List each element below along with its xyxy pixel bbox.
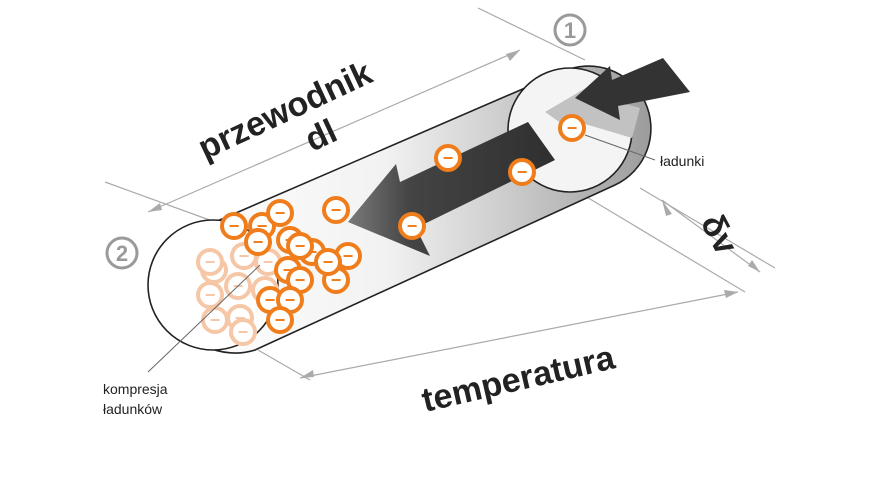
svg-text:−: −	[239, 246, 250, 266]
inflow-arrow-dark	[575, 58, 690, 120]
svg-text:−: −	[343, 246, 354, 266]
svg-text:−: −	[257, 216, 268, 236]
svg-text:−: −	[265, 290, 276, 310]
end-marker-2: 2	[105, 236, 139, 270]
compression-label-line2: ładunków	[103, 401, 163, 417]
svg-text:−: −	[331, 270, 342, 290]
svg-text:−: −	[238, 322, 249, 342]
charge-free: −	[508, 158, 536, 186]
svg-text:−: −	[407, 216, 418, 236]
annotation-lines	[147, 134, 656, 373]
charge-free: −	[286, 232, 314, 260]
charge-free: −	[314, 248, 342, 276]
svg-text:−: −	[235, 308, 246, 328]
svg-text:−: −	[283, 260, 294, 280]
charges-group: −−−−−−−−−−−−−−−−−−−−−−−−−−−−−−	[196, 114, 586, 346]
charge-compressed: −	[266, 199, 294, 227]
svg-text:−: −	[285, 290, 296, 310]
charge-free: −	[322, 196, 350, 224]
charge-free: −	[398, 212, 426, 240]
charges-label: ładunki	[660, 153, 704, 169]
voltage-label: δv	[693, 208, 745, 261]
svg-text:−: −	[567, 118, 578, 138]
charge-compressed: −	[276, 286, 304, 314]
charge-free: −	[558, 114, 586, 142]
svg-text:−: −	[275, 310, 286, 330]
svg-text:−: −	[263, 252, 274, 272]
charge-faded: −	[196, 281, 224, 309]
charge-compressed: −	[220, 212, 248, 240]
charge-faded: −	[229, 318, 257, 346]
dimension-arrowheads	[148, 50, 760, 378]
svg-text:−: −	[275, 203, 286, 223]
svg-text:−: −	[295, 270, 306, 290]
svg-text:−: −	[229, 216, 240, 236]
svg-text:−: −	[205, 252, 216, 272]
end-marker-1: 1	[553, 13, 587, 47]
charge-faded: −	[201, 306, 229, 334]
svg-text:−: −	[331, 200, 342, 220]
svg-text:−: −	[295, 236, 306, 256]
svg-text:−: −	[517, 162, 528, 182]
charge-compressed: −	[244, 228, 272, 256]
svg-text:−: −	[253, 232, 264, 252]
compression-label-line1: kompresja	[103, 381, 168, 397]
end-marker-1-label: 1	[564, 18, 576, 43]
svg-text:−: −	[443, 148, 454, 168]
charge-compressed: −	[266, 306, 294, 334]
end-marker-2-label: 2	[116, 241, 128, 266]
charge-free: −	[434, 144, 462, 172]
temperature-label: temperatura	[418, 338, 619, 419]
svg-text:−: −	[205, 285, 216, 305]
svg-text:−: −	[323, 252, 334, 272]
charge-faded: −	[196, 248, 224, 276]
conductor-label: przewodnik	[192, 54, 378, 168]
svg-text:−: −	[210, 310, 221, 330]
